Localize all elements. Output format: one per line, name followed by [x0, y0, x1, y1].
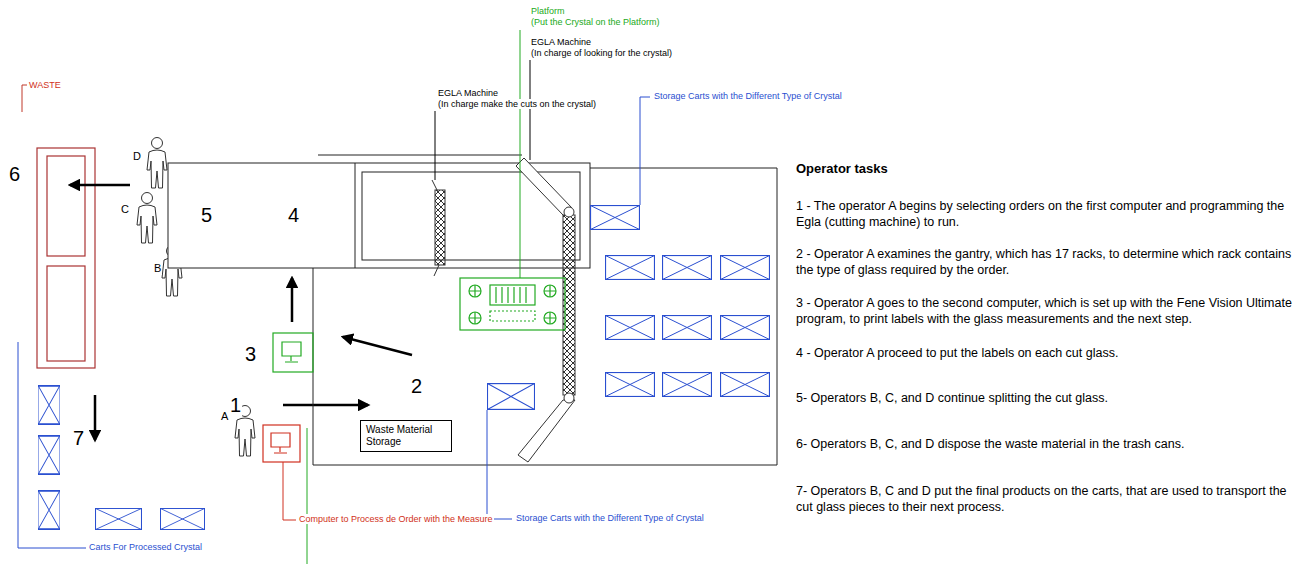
egla-cutting-bridge: [432, 180, 445, 276]
part-label: Carts For Processed Crystal: [88, 542, 203, 552]
storage-box: Waste Material Storage: [360, 420, 452, 452]
task-heading: Operator tasks: [795, 162, 889, 177]
waste-bins: [37, 148, 95, 368]
callout-number: 6: [8, 163, 21, 186]
part-label: Computer to Process de Order with the Me…: [298, 514, 494, 524]
part-note: (In charge make the cuts on the crystal): [437, 99, 597, 109]
callout-number: 7: [72, 427, 85, 450]
leader-lines: [18, 30, 650, 564]
area-label: WASTE: [28, 80, 62, 90]
task-step: 5- Operators B, C, and D continue splitt…: [795, 390, 1295, 406]
callout-number: 2: [410, 375, 423, 398]
task-step: 6- Operators B, C, and D dispose the was…: [795, 436, 1295, 452]
callout-number: 3: [244, 343, 257, 366]
operator-letter: D: [132, 150, 142, 163]
egla-gantry: [516, 158, 575, 462]
work-area: [168, 155, 777, 465]
task-step: 7- Operators B, C and D put the final pr…: [795, 483, 1295, 515]
part-note: (In charge of looking for the crystal): [530, 48, 673, 58]
operator-letter: A: [220, 410, 229, 423]
part-note: (Put the Crystal on the Platform): [530, 17, 661, 27]
box-text: Waste Material Storage: [366, 424, 446, 448]
part-label: Storage Carts with the Different Type of…: [653, 91, 843, 101]
operator-letter: C: [120, 203, 130, 216]
task-step: 3 - Operator A goes to the second comput…: [795, 295, 1295, 327]
task-step: 4 - Operator A proceed to put the labels…: [795, 345, 1295, 361]
callout-number: 1: [229, 394, 242, 417]
computers: [263, 333, 313, 462]
part-label: EGLA Machine: [530, 37, 592, 47]
task-step: 2 - Operator A examines the gantry, whic…: [795, 246, 1295, 278]
callout-number: 4: [287, 204, 300, 227]
waste-bracket: [22, 85, 27, 112]
callout-number: 5: [200, 204, 213, 227]
part-label: Platform: [530, 6, 566, 16]
processed-carts: [38, 386, 204, 530]
task-step: 1 - The operator A begins by selecting o…: [795, 198, 1295, 230]
part-label: Storage Carts with the Different Type of…: [515, 513, 705, 523]
part-label: EGLA Machine: [437, 88, 499, 98]
platform: [460, 278, 565, 330]
storage-carts: [487, 206, 769, 410]
operator-letter: B: [153, 262, 162, 275]
